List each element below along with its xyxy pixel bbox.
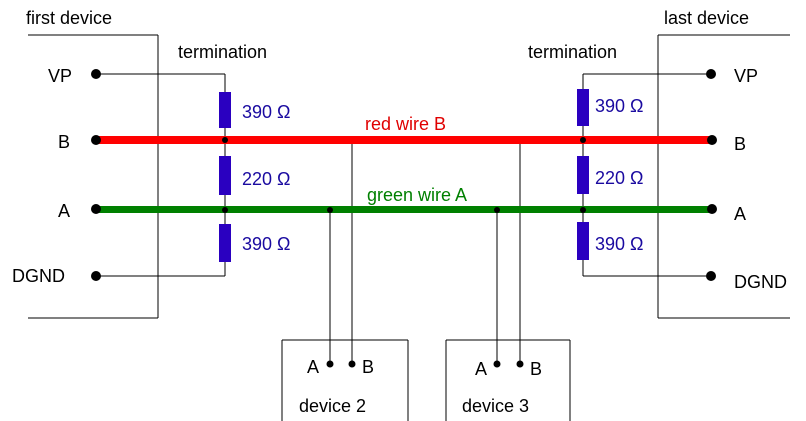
right-terminals bbox=[706, 69, 717, 281]
left-resistor-mid bbox=[219, 156, 231, 195]
left-resistor-top-value: 390 Ω bbox=[242, 102, 291, 122]
right-b-label: B bbox=[734, 134, 746, 154]
device-2-label: device 2 bbox=[299, 396, 366, 416]
device-2-pin-a-label: A bbox=[307, 357, 319, 377]
left-resistor-bot bbox=[219, 224, 231, 262]
left-vp-label: VP bbox=[48, 66, 72, 86]
termination-left-label: termination bbox=[178, 42, 267, 62]
device-2-pin-b-label: B bbox=[362, 357, 374, 377]
right-resistor-mid-value: 220 Ω bbox=[595, 168, 644, 188]
device-2-box bbox=[281, 339, 409, 421]
device-2-pin-a-dot bbox=[326, 360, 334, 368]
right-resistor-bot-value: 390 Ω bbox=[595, 234, 644, 254]
device-3-pin-b-dot bbox=[516, 360, 524, 368]
last-device-label: last device bbox=[664, 8, 749, 28]
right-termination-wires bbox=[582, 73, 710, 277]
device-3-pin-a-label: A bbox=[475, 359, 487, 379]
last-device-box bbox=[657, 34, 790, 319]
right-a-label: A bbox=[734, 204, 746, 224]
first-device-box bbox=[28, 34, 159, 319]
left-termination-wires bbox=[96, 73, 226, 277]
green-wire-label: green wire A bbox=[367, 185, 467, 205]
red-wire-b bbox=[96, 136, 712, 144]
device-3-label: device 3 bbox=[462, 396, 529, 416]
right-resistor-mid bbox=[577, 156, 589, 194]
left-b-label: B bbox=[58, 132, 70, 152]
device-3-pin-a-dot bbox=[493, 360, 501, 368]
left-terminals bbox=[91, 69, 101, 281]
right-resistor-bot bbox=[577, 222, 589, 260]
left-dgnd-label: DGND bbox=[12, 266, 65, 286]
left-resistor-mid-value: 220 Ω bbox=[242, 169, 291, 189]
termination-right-label: termination bbox=[528, 42, 617, 62]
first-device-label: first device bbox=[26, 8, 112, 28]
bus-junctions bbox=[222, 137, 586, 213]
left-a-label: A bbox=[58, 201, 70, 221]
right-dgnd-label: DGND bbox=[734, 272, 787, 292]
device-3-box bbox=[445, 339, 571, 421]
right-vp-label: VP bbox=[734, 66, 758, 86]
red-wire-label: red wire B bbox=[365, 114, 446, 134]
device-3-pin-b-label: B bbox=[530, 359, 542, 379]
green-wire-a bbox=[96, 206, 712, 213]
device-drop-wires bbox=[329, 140, 521, 364]
right-resistor-top bbox=[577, 89, 589, 126]
right-resistor-top-value: 390 Ω bbox=[595, 96, 644, 116]
left-resistor-bot-value: 390 Ω bbox=[242, 234, 291, 254]
left-resistor-top bbox=[219, 92, 231, 128]
device-2-pin-b-dot bbox=[348, 360, 356, 368]
